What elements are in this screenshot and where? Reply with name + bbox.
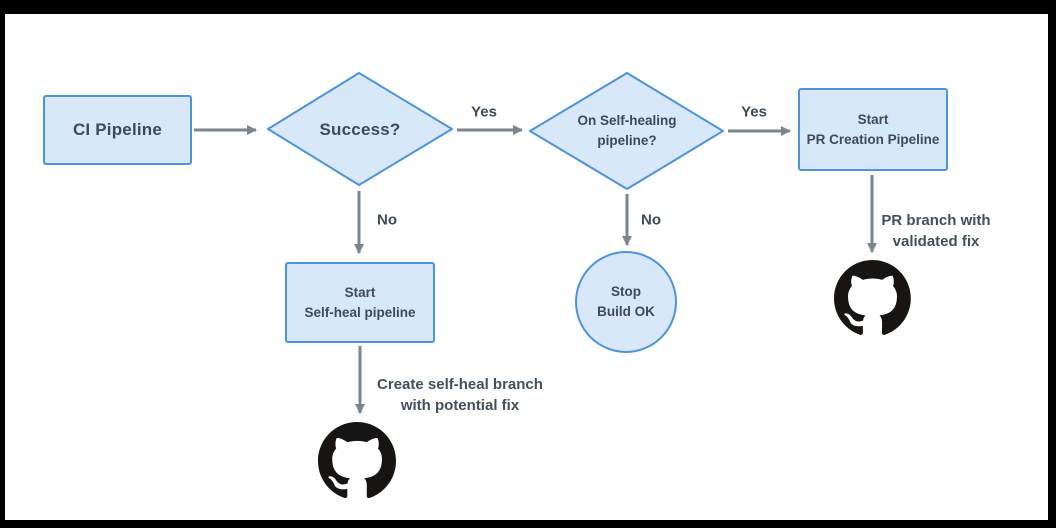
github-octocat-icon bbox=[834, 260, 911, 335]
edge-label-success-yes: Yes bbox=[471, 103, 497, 121]
stop-build-ok-circle bbox=[575, 251, 677, 353]
github-octocat-icon bbox=[318, 422, 396, 499]
node-label: Start bbox=[344, 284, 376, 300]
edge-label-success-no: No bbox=[377, 211, 397, 229]
edge-label-self-healing-yes: Yes bbox=[741, 103, 767, 121]
node-ci-pipeline: CI Pipeline bbox=[43, 95, 192, 165]
success-decision-diamond bbox=[267, 72, 453, 186]
node-start-self-heal-pipeline: Start Self-heal pipeline bbox=[285, 262, 435, 343]
caption-self-heal-branch: Create self-heal branch with potential f… bbox=[377, 376, 543, 414]
label-success-decision: Success? bbox=[319, 120, 401, 139]
label-stop-build-ok: Stop Build OK bbox=[597, 284, 655, 319]
node-label: Start bbox=[857, 111, 889, 127]
node-label: CI Pipeline bbox=[72, 120, 163, 139]
node-label: Self-heal pipeline bbox=[304, 304, 416, 320]
node-label: PR Creation Pipeline bbox=[806, 131, 940, 147]
self-healing-decision-diamond bbox=[529, 72, 724, 190]
node-start-pr-creation-pipeline: Start PR Creation Pipeline bbox=[798, 88, 948, 171]
label-self-healing-decision: On Self-healing pipeline? bbox=[577, 113, 677, 148]
caption-pr-branch: PR branch with validated fix bbox=[881, 212, 991, 250]
edge-label-self-healing-no: No bbox=[641, 211, 661, 229]
